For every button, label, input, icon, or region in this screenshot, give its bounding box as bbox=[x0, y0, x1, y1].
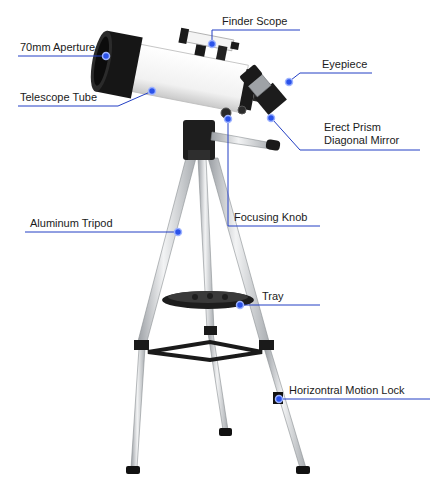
leader-line bbox=[212, 30, 300, 42]
callout-dot bbox=[225, 116, 232, 123]
tripod-leg bbox=[208, 333, 228, 430]
tripod-leg bbox=[137, 158, 196, 345]
diagonal-mirror bbox=[238, 63, 287, 115]
leader-lines bbox=[18, 30, 430, 399]
tray bbox=[162, 291, 254, 309]
leg-clamp bbox=[134, 340, 149, 350]
part-label: Aluminum Tripod bbox=[30, 217, 113, 230]
mount bbox=[183, 120, 281, 160]
leader-line bbox=[273, 120, 420, 150]
part-label: Tray bbox=[262, 290, 284, 303]
leg-spreader bbox=[148, 342, 262, 360]
part-label: Erect Prism Diagonal Mirror bbox=[324, 121, 418, 147]
focusing-knob bbox=[238, 106, 246, 114]
callout-dot bbox=[268, 115, 275, 122]
front-aperture bbox=[87, 29, 116, 93]
callout-dot bbox=[286, 79, 293, 86]
leader-line bbox=[291, 73, 372, 80]
leader-line bbox=[18, 92, 150, 106]
callout-dot bbox=[276, 396, 283, 403]
finder-eyepiece bbox=[230, 42, 239, 50]
leader-line bbox=[228, 121, 320, 226]
mount-base bbox=[188, 150, 210, 160]
callout-dot bbox=[209, 41, 216, 48]
handle-grip bbox=[265, 139, 281, 151]
tray-hole bbox=[192, 294, 198, 300]
leader-line bbox=[25, 232, 176, 233]
motion-lock-knob bbox=[273, 392, 283, 404]
callout-dot bbox=[103, 53, 110, 60]
tube-body bbox=[126, 43, 248, 112]
eyepiece bbox=[239, 64, 263, 87]
tripod bbox=[126, 158, 310, 474]
finder-lens bbox=[178, 28, 189, 44]
tripod-foot bbox=[126, 466, 140, 474]
part-label: Telescope Tube bbox=[20, 91, 97, 104]
tray-hole bbox=[222, 294, 228, 300]
leader-line bbox=[18, 56, 104, 57]
callout-dot bbox=[149, 88, 156, 95]
leg-clamp bbox=[204, 326, 217, 335]
tray-hole bbox=[207, 293, 213, 299]
telescope-tube bbox=[87, 12, 278, 124]
tray-plate bbox=[162, 291, 254, 309]
tray-inner bbox=[168, 291, 248, 303]
tripod-foot bbox=[296, 466, 310, 474]
leader-line bbox=[281, 399, 430, 400]
tripod-leg bbox=[208, 158, 270, 345]
part-label: Eyepiece bbox=[322, 58, 367, 71]
mount-head bbox=[183, 120, 215, 160]
tripod-leg bbox=[131, 348, 145, 468]
tripod-leg bbox=[264, 348, 306, 468]
tripod-foot bbox=[219, 428, 232, 436]
part-label: Horizontral Motion Lock bbox=[289, 384, 405, 397]
pan-handle bbox=[211, 132, 272, 149]
part-label: Focusing Knob bbox=[234, 211, 307, 224]
leader-line bbox=[243, 305, 320, 306]
leg-clamp bbox=[259, 340, 274, 350]
part-label: 70mm Aperture bbox=[20, 41, 95, 54]
callout-dot bbox=[237, 302, 244, 309]
finder-bracket bbox=[216, 45, 228, 60]
part-label: Finder Scope bbox=[222, 15, 287, 28]
callout-dot bbox=[175, 229, 182, 236]
